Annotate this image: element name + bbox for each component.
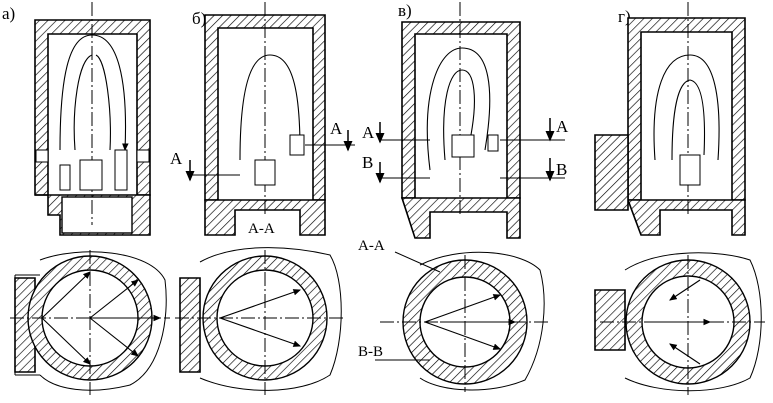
panel-a: а) — [2, 2, 151, 236]
crankcase-g — [626, 199, 746, 236]
panel-b: б) А А А-А — [170, 2, 355, 237]
plan-g — [594, 252, 765, 395]
panel-a-label: а) — [2, 4, 15, 23]
panel-b-label: б) — [192, 9, 206, 28]
crankcase-b — [204, 199, 326, 236]
plan-v-label-AA: А-А — [358, 238, 385, 254]
exhaust-manifold-g — [594, 134, 629, 211]
plan-v-label-BB: В-В — [358, 344, 383, 360]
section-b-caption: А-А — [248, 221, 275, 237]
plan-b — [175, 247, 345, 395]
plan-a — [10, 250, 170, 395]
section-v-left-B: В — [362, 153, 373, 172]
section-v-right-A: А — [556, 117, 569, 136]
panel-v-label: в) — [398, 1, 412, 20]
plan-v: А-А В-В — [358, 238, 550, 392]
section-b-left-A: А — [170, 149, 183, 168]
panel-v: в) А В А В — [362, 1, 569, 239]
section-v-left-A: А — [362, 123, 375, 142]
section-b-right-A: А — [330, 119, 343, 138]
panel-g: г) — [594, 2, 746, 236]
crankcase-v — [400, 197, 521, 239]
section-v-right-B: В — [556, 160, 567, 179]
